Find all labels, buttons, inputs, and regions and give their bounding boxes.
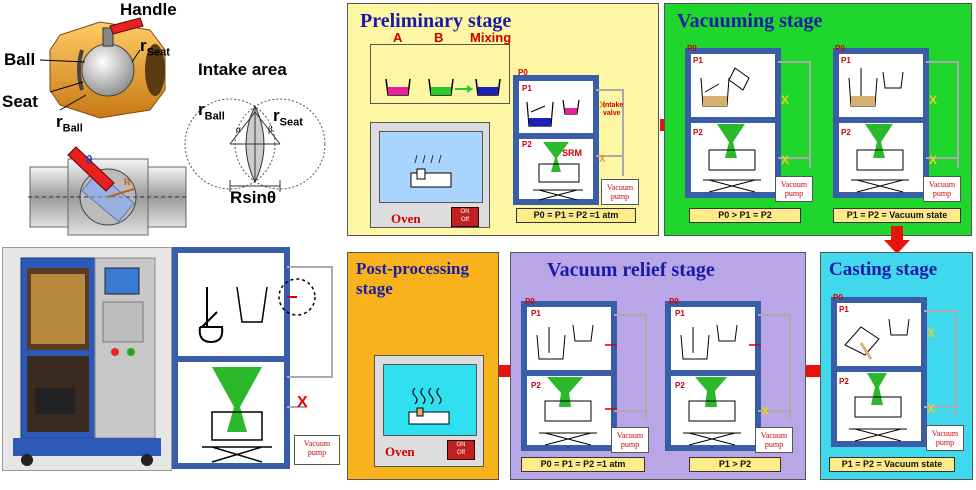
cast-eq: P1 = P2 = Vacuum state: [829, 457, 955, 472]
svg-text:X: X: [929, 93, 937, 107]
vac-left-p2: P2: [693, 128, 703, 137]
svg-text:X: X: [599, 100, 606, 111]
valve-rotation-figure: θ R: [28, 145, 188, 240]
chamber-drawing: X X: [513, 75, 624, 205]
vac-left-p1: P1: [693, 56, 703, 65]
chamber-schematic: X Vacuum pump: [172, 247, 344, 469]
vacuuming-stage-title: Vacuuming stage: [677, 10, 823, 32]
post-stage-title: Post-processing stage: [356, 259, 470, 298]
svg-text:X: X: [297, 394, 308, 411]
preliminary-stage-title: Preliminary stage: [360, 10, 512, 32]
vac-right-pump: Vacuum pump: [923, 176, 961, 202]
relief-chamber-left: [521, 301, 647, 451]
relief-right-p1: P1: [675, 309, 685, 318]
oven-part-icon: [410, 154, 452, 188]
vacuum-chamber-right: X X: [833, 48, 959, 198]
label-mixing: Mixing: [470, 30, 512, 45]
alpha-label: α: [236, 124, 241, 134]
label-a: A: [393, 30, 403, 45]
svg-text:X: X: [929, 153, 937, 167]
beta-label: β: [268, 124, 273, 134]
cast-p1: P1: [839, 305, 849, 314]
intake-r-seat: rSeat: [273, 106, 303, 129]
vac-right-p1: P1: [841, 56, 851, 65]
ball-valve-cutaway: [39, 17, 166, 119]
intake-circles: [184, 98, 326, 192]
relief-left-p1: P1: [531, 309, 541, 318]
r-ball-label: rBall: [56, 112, 83, 135]
cast-pump: Vacuum pump: [926, 425, 964, 451]
post-oven-part-icon: [408, 387, 450, 425]
vac-right-p2: P2: [841, 128, 851, 137]
rsin-theta-label: Rsinθ: [230, 188, 277, 207]
vac-left-p0: P0: [687, 44, 697, 53]
svg-text:X: X: [781, 93, 789, 107]
machine-photo: [2, 247, 172, 471]
valve-cylinder: [28, 146, 188, 236]
vac-right-p0: P0: [835, 44, 845, 53]
relief-right-p0: P0: [669, 297, 679, 306]
vacuuming-stage-panel: Vacuuming stage X X P0 P1 P2 Vacuum pump…: [664, 3, 972, 236]
svg-text:X: X: [599, 154, 606, 165]
relief-left-p0: P0: [525, 297, 535, 306]
vacuum-chamber-left: X X: [685, 48, 811, 198]
mixing-box: [370, 44, 510, 104]
oven-label: Oven: [391, 211, 421, 226]
srm-label: SRM: [562, 148, 582, 158]
valve-figure: Handle Ball Seat rSeat rBall: [0, 0, 200, 135]
seat-label: Seat: [2, 92, 38, 111]
r-seat-label: rSeat: [140, 36, 170, 59]
relief-left-p2: P2: [531, 381, 541, 390]
relief-stage-title: Vacuum relief stage: [547, 259, 715, 281]
preliminary-chamber: X X: [513, 66, 624, 206]
relief-right-p2: P2: [675, 381, 685, 390]
vac-left-pump: Vacuum pump: [775, 176, 813, 202]
cast-p0: P0: [833, 293, 843, 302]
casting-stage-title: Casting stage: [829, 259, 938, 280]
relief-right-eq: P1 > P2: [689, 457, 781, 472]
prelim-p2: P2: [522, 140, 532, 149]
prelim-pressure-eq: P0 = P1 = P2 =1 atm: [516, 208, 636, 223]
handle-label: Handle: [120, 0, 177, 19]
schematic-vacuum-pump: Vacuum pump: [294, 435, 340, 465]
theta-label: θ: [86, 153, 93, 167]
relief-right-pump: Vacuum pump: [755, 427, 793, 453]
vacuum-relief-stage-panel: Vacuum relief stage P0 P1 P2 Vacuum pump…: [510, 252, 806, 480]
casting-stage-panel: Casting stage X X P0 P1 P2 Vacuum pump P…: [820, 252, 973, 480]
relief-left-pump: Vacuum pump: [611, 427, 649, 453]
prelim-p0: P0: [518, 68, 528, 77]
relief-left-eq: P0 = P1 = P2 =1 atm: [521, 457, 645, 472]
vac-left-eq: P0 > P1 = P2: [689, 208, 801, 223]
intake-valve-label: Intake valve: [603, 102, 624, 117]
svg-text:X: X: [761, 404, 769, 418]
svg-text:X: X: [781, 153, 789, 167]
prelim-p1: P1: [522, 84, 532, 93]
schematic-drawing: X: [172, 247, 333, 469]
cast-p2: P2: [839, 377, 849, 386]
vac-right-eq: P1 = P2 = Vacuum state: [833, 208, 961, 223]
beakers-ab: [385, 78, 501, 96]
label-b: B: [434, 30, 444, 45]
svg-text:X: X: [927, 402, 935, 416]
intake-area-title: Intake area: [198, 60, 287, 79]
relief-chamber-right: X: [665, 301, 791, 451]
arrow-vacuum-to-casting: [884, 226, 910, 254]
svg-text:X: X: [927, 326, 935, 340]
vacuum-casting-machine: [3, 248, 171, 470]
intake-area-figure: Intake area rBall rSeat α β Rsinθ: [178, 60, 338, 210]
prelim-vacuum-pump: Vacuum pump: [601, 179, 639, 205]
ball-label: Ball: [4, 50, 36, 69]
r-label: R: [124, 177, 131, 187]
intake-r-ball: rBall: [198, 100, 225, 123]
casting-chamber: X X: [831, 297, 957, 447]
post-oven-label: Oven: [385, 444, 415, 459]
